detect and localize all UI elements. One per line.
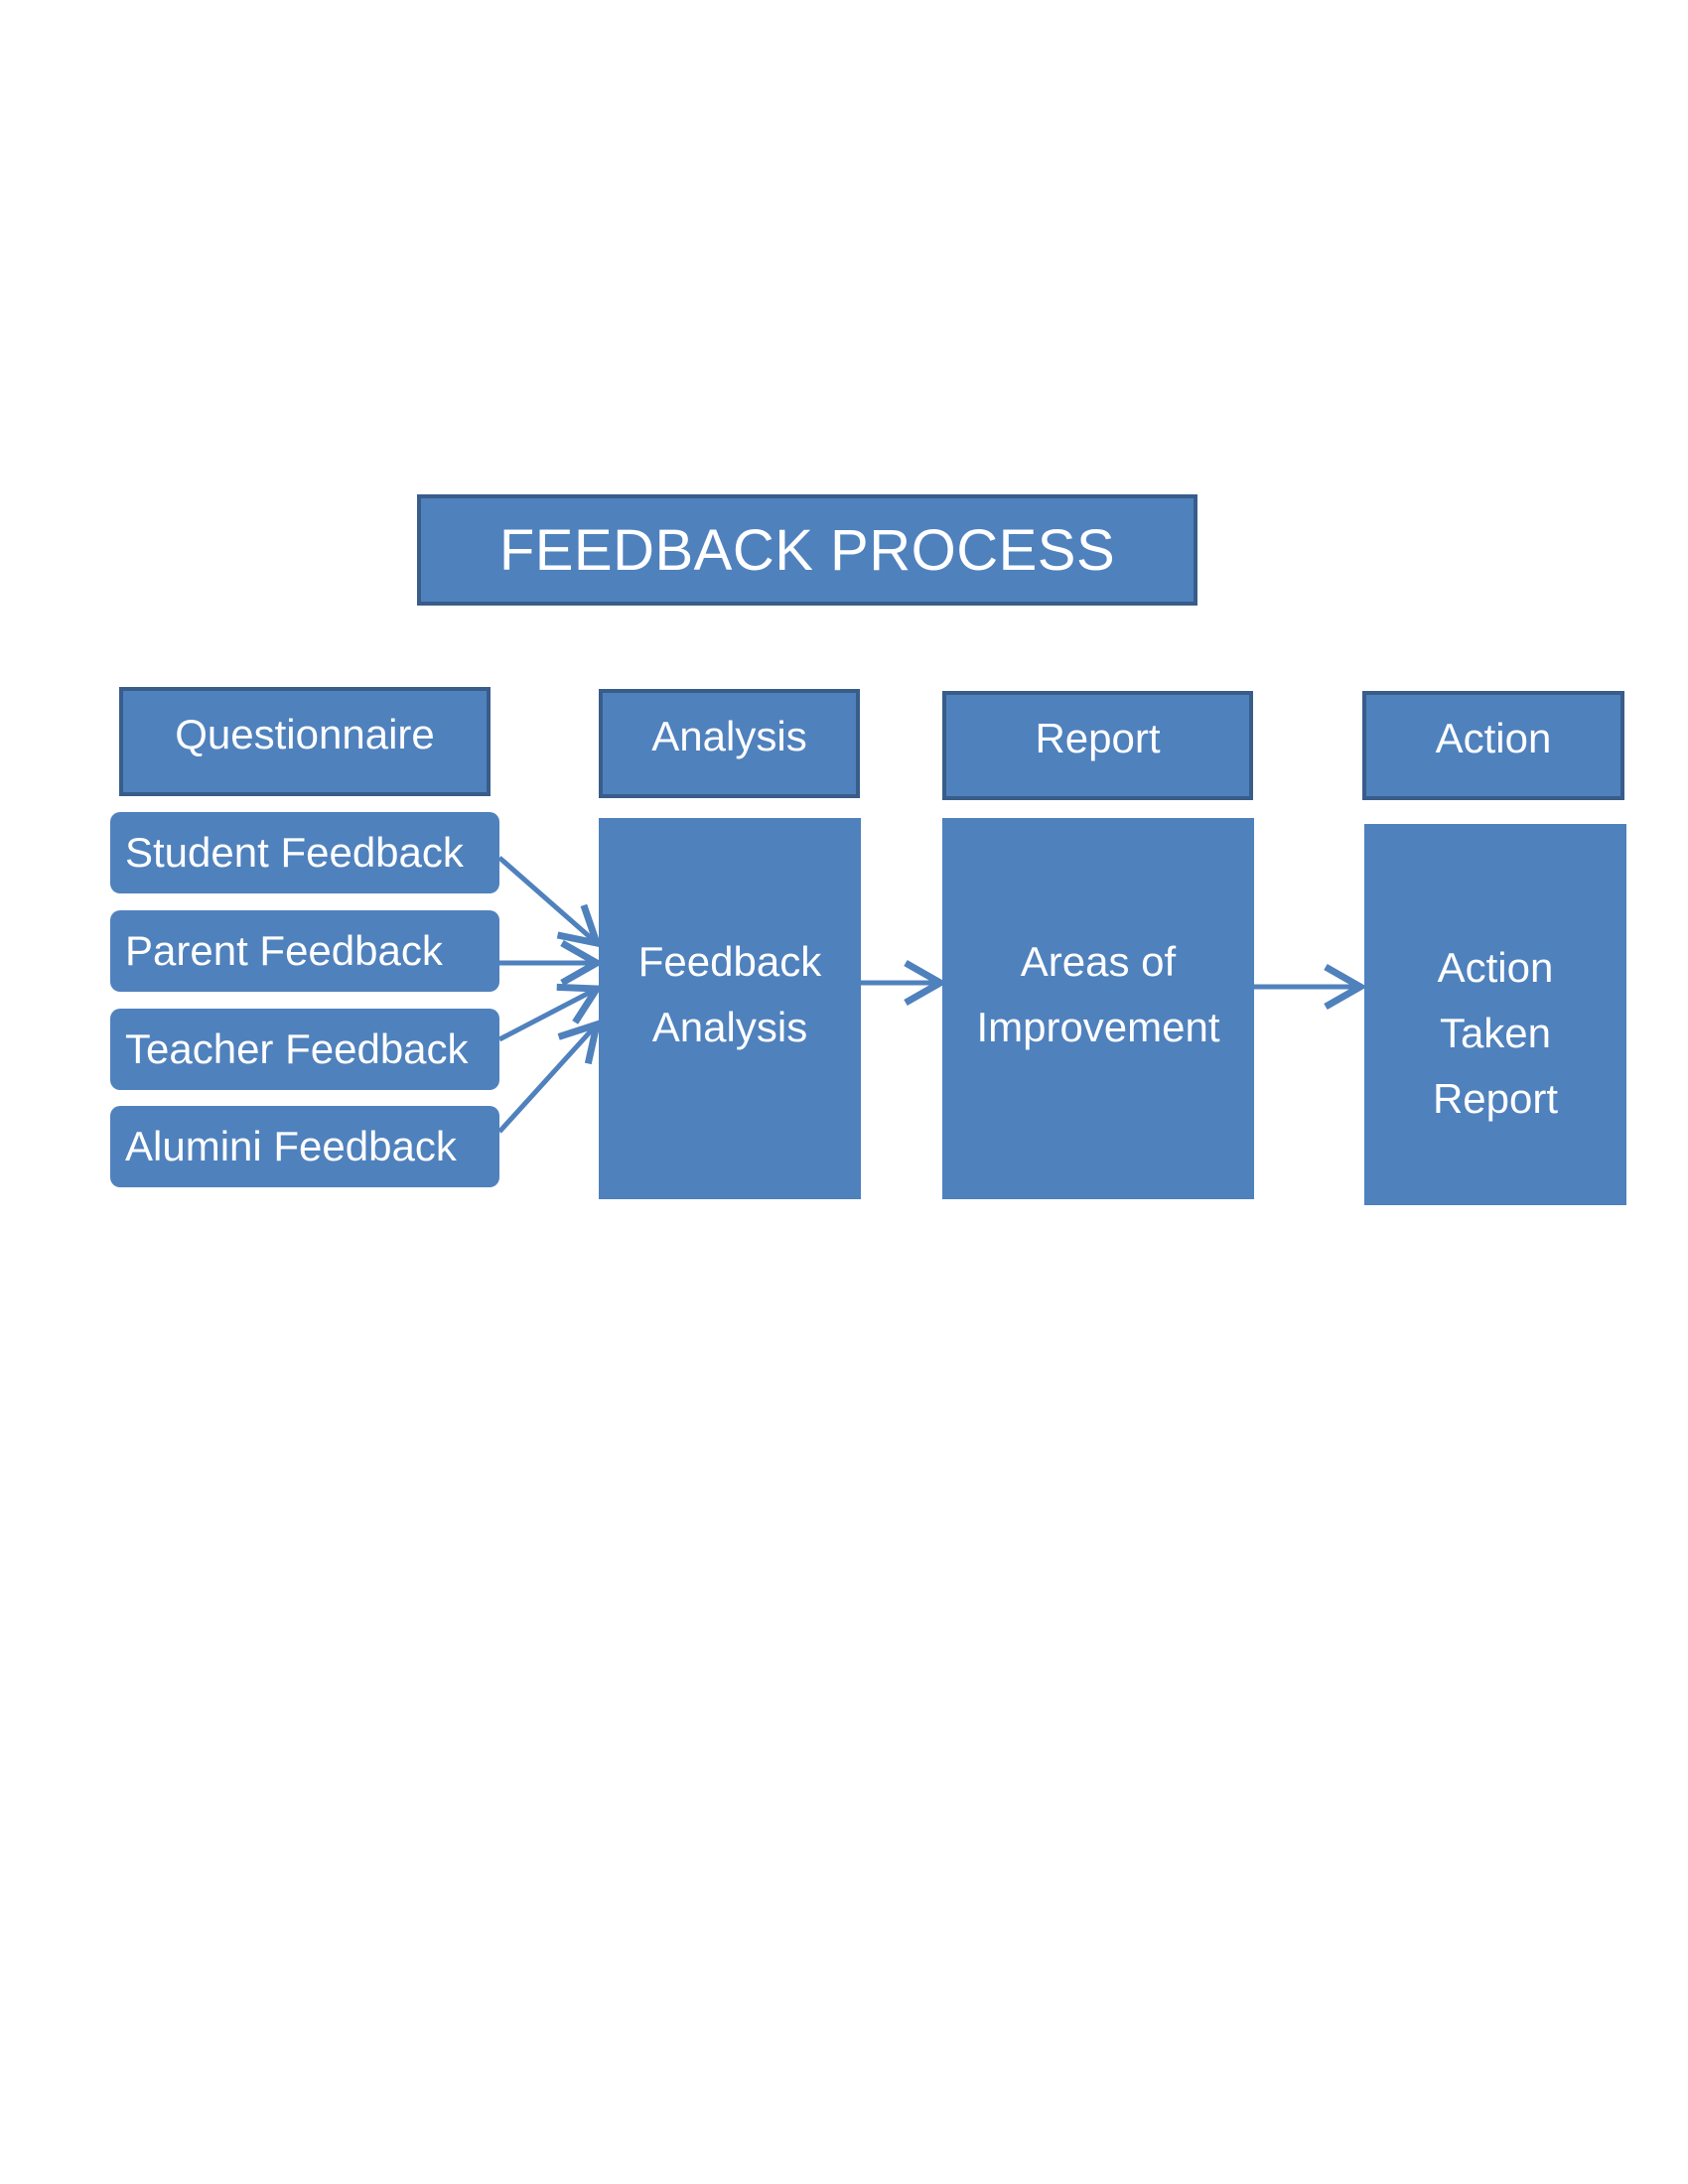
feedback-source-student: Student Feedback	[110, 812, 499, 893]
action-taken-report-line-1: Action	[1437, 944, 1554, 991]
action-taken-report-line-2: Taken	[1439, 1010, 1552, 1056]
header-report: Report	[942, 691, 1253, 800]
feedback-analysis-line-1: Feedback	[637, 938, 822, 985]
feedback-source-alumini: Alumini Feedback	[110, 1106, 499, 1187]
arrow-teacher-to-analysis	[497, 983, 604, 1042]
areas-of-improvement-line-1: Areas of	[1020, 938, 1177, 985]
header-questionnaire: Questionnaire	[119, 687, 491, 796]
header-action: Action	[1362, 691, 1624, 800]
feedback-analysis-box: Feedback Analysis	[599, 818, 861, 1199]
action-taken-report-line-3: Report	[1432, 1075, 1559, 1122]
header-analysis: Analysis	[599, 689, 860, 798]
areas-of-improvement-box: Areas of Improvement	[942, 818, 1254, 1199]
action-taken-report-box: Action Taken Report	[1364, 824, 1626, 1205]
feedback-analysis-line-2: Analysis	[651, 1004, 808, 1050]
feedback-source-teacher: Teacher Feedback	[110, 1009, 499, 1090]
diagram-title: FEEDBACK PROCESS	[417, 494, 1197, 606]
areas-of-improvement-line-2: Improvement	[976, 1004, 1220, 1050]
arrow-alumini-to-analysis	[497, 1019, 602, 1134]
arrow-student-to-analysis	[497, 856, 603, 948]
feedback-source-parent: Parent Feedback	[110, 910, 499, 992]
